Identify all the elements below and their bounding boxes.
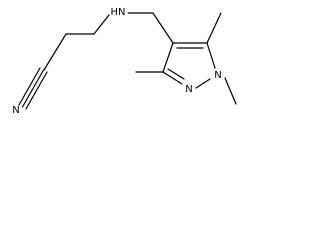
bond-n1-n2 [195,78,211,89]
ring-n1-label: N [214,70,221,81]
structure-diagram: HN N N N [12,7,237,116]
nitrile-triple-bond-c [25,71,48,110]
bond-n2-c3-double [167,68,185,80]
bond-c5-n1 [206,42,216,69]
bond-c5-methyl [206,12,222,44]
nitrile-triple-bond-b [21,69,45,108]
bond-c3-c4 [162,42,174,73]
bond-n1-methyl [224,77,237,105]
atom-labels: HN N N N [12,7,221,116]
ring-n2-label: N [185,84,192,95]
bond-cn-c-to-ch2 [43,33,67,71]
bond-ch2-to-nh [93,14,110,35]
nitrile-triple-bond-a [18,67,41,106]
bond-ch2-to-c4 [152,12,174,44]
bond-n2-c3 [162,71,183,85]
amine-nh-label: HN [111,7,126,18]
bonds [18,12,237,110]
nitrile-n-label: N [12,105,19,116]
